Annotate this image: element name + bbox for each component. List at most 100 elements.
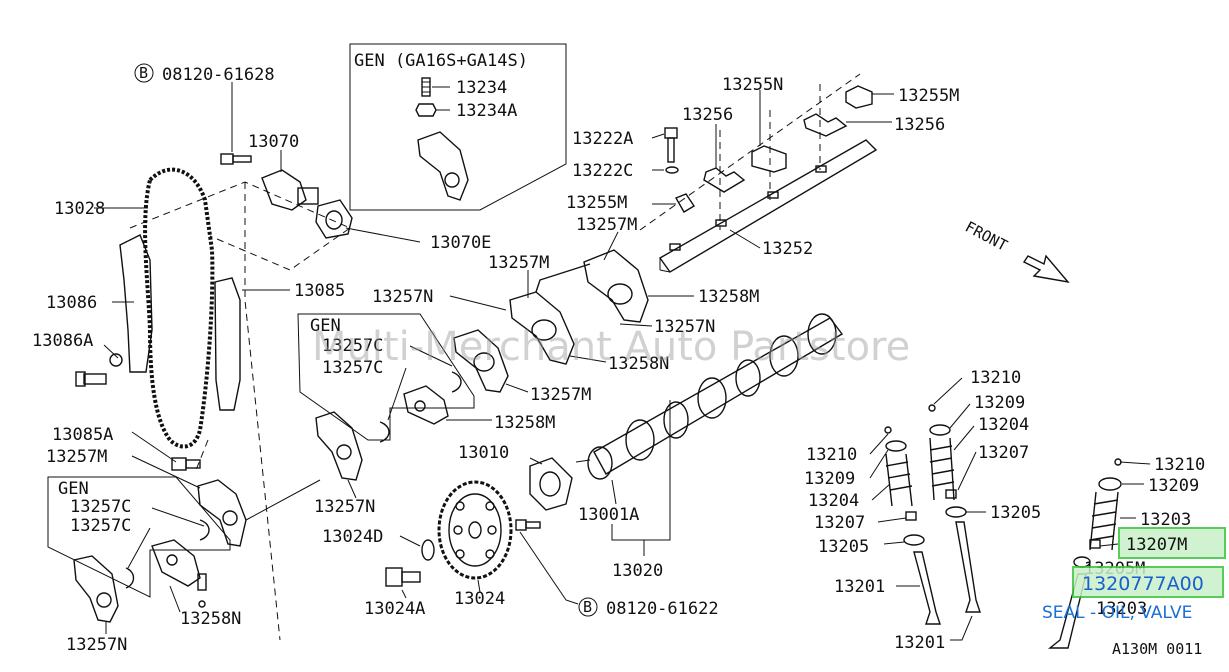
label-13257N-d: 13257N [314,497,375,517]
washer-13024D [421,539,435,561]
bolt-13085A [171,457,201,471]
chain-tensioner-guide-13085 [214,277,241,411]
valve-spring-set-a [884,426,941,625]
label-13203-b: 13203 [1096,599,1147,619]
label-13085: 13085 [294,281,345,301]
label-b-08120-61628: 08120-61628 [162,65,275,85]
label-13209-b: 13209 [804,469,855,489]
label-13204-a: 13204 [978,415,1029,435]
highlight-selected-part[interactable] [1072,566,1224,598]
clip-13255M-top [845,85,873,109]
label-13255M-top: 13255M [898,86,959,106]
label-13222A: 13222A [572,129,633,149]
timing-chain-13028 [143,167,215,449]
label-13205-a: 13205 [990,503,1041,523]
gen-box-left [47,476,231,598]
label-13255M-mid: 13255M [566,193,627,213]
label-13086A: 13086A [32,331,93,351]
label-13258M-a: 13258M [698,287,759,307]
rocker-arm-13257N-d [315,411,363,481]
label-13257M-c: 13257M [488,253,549,273]
highlight-13207M[interactable] [1118,527,1226,559]
label-13207M-highlight[interactable]: 13207M [1126,535,1187,555]
svg-text:B: B [583,598,592,616]
label-13209-c: 13209 [1148,476,1199,496]
label-13252: 13252 [762,239,813,259]
valve-spring-set-b [928,404,981,613]
label-13086: 13086 [46,293,97,313]
rocker-arm-gen [417,131,469,201]
label-13070: 13070 [248,132,299,152]
selected-part-number[interactable]: 1320777A00 [1082,573,1204,595]
bolt-08120-61622: B [515,519,598,617]
label-13257N-a: 13257N [66,635,127,655]
dashed-outline-front [129,181,352,271]
rocker-arm-13257N-a [73,555,119,623]
label-13210-c: 13210 [1154,455,1205,475]
chain-tensioner-13070 [261,169,353,239]
plate-13010 [529,457,573,511]
bolt-13234 [415,77,437,117]
label-13256-a: 13256 [682,105,733,125]
cam-sprocket-13024 [437,480,513,580]
label-13201-b: 13201 [894,633,945,653]
label-13024A: 13024A [364,599,425,619]
gen-label-left: GEN [58,479,89,499]
rocker-arm-13257M-b [583,249,649,323]
bolt-13024A [385,567,421,587]
selected-part-description[interactable]: SEAL - OIL, VALVE [1042,603,1192,623]
label-13257N-b: 13257N [654,317,715,337]
gen-box-middle [297,313,475,441]
rocker-arm-13257M-a [197,479,247,547]
label-13258M-b: 13258M [494,413,555,433]
label-13222C: 13222C [572,161,633,181]
diagram-code: A130M 0011 [1112,640,1202,658]
svg-text:B: B [139,64,148,82]
rocker-shaft-13252 [658,139,878,273]
label-13070E: 13070E [430,233,491,253]
clip-13255N [751,145,787,173]
retainer-13256-b [803,113,848,137]
label-13257C-d: 13257C [322,358,383,378]
gen-group-title: GEN (GA16S+GA14S) [354,51,528,71]
label-13256-b: 13256 [894,115,945,135]
label-13255N-top: 13255N [722,75,783,95]
label-13257M-d: 13257M [530,385,591,405]
label-13207-b: 13207 [814,513,865,533]
label-13257C-b: 13257C [70,516,131,536]
label-13257C-a: 13257C [70,497,131,517]
front-direction-indicator: FRONT [962,218,1070,284]
camshaft-13001A [575,313,844,480]
label-13234: 13234 [456,78,507,98]
dashed-outline-left [244,182,281,641]
label-13001A: 13001A [578,505,639,525]
label-13257M-a: 13257M [46,447,107,467]
bolt-08120-61628: B [134,63,252,165]
front-label: FRONT [962,218,1010,255]
label-13205-b: 13205 [818,537,869,557]
label-13028: 13028 [54,199,105,219]
label-13258N-b: 13258N [608,354,669,374]
label-13207-a: 13207 [978,443,1029,463]
chain-guide-13086 [119,234,153,373]
rocker-arm-13258M-b [403,385,449,425]
label-13010: 13010 [458,443,509,463]
rocker-arm-13257M-c [509,291,575,365]
watermark: Multi-Merchant Auto Partstore [312,324,910,370]
retainer-13256-a [703,167,746,193]
label-13204-b: 13204 [808,491,859,511]
label-13234A: 13234A [456,101,517,121]
label-13210-b: 13210 [806,445,857,465]
label-13257M-b: 13257M [576,215,637,235]
label-13024: 13024 [454,589,505,609]
label-13257N-c: 13257N [372,287,433,307]
bolt-13222A [664,127,679,174]
label-13258N-a: 13258N [180,609,241,629]
label-13201-a: 13201 [834,577,885,597]
label-13020: 13020 [612,561,663,581]
label-13203-a: 13203 [1140,510,1191,530]
bolt-13086A [75,353,123,387]
rocker-arm-13258N-a [151,539,201,587]
label-13024D: 13024D [322,527,383,547]
gen-group-frame [349,43,567,211]
